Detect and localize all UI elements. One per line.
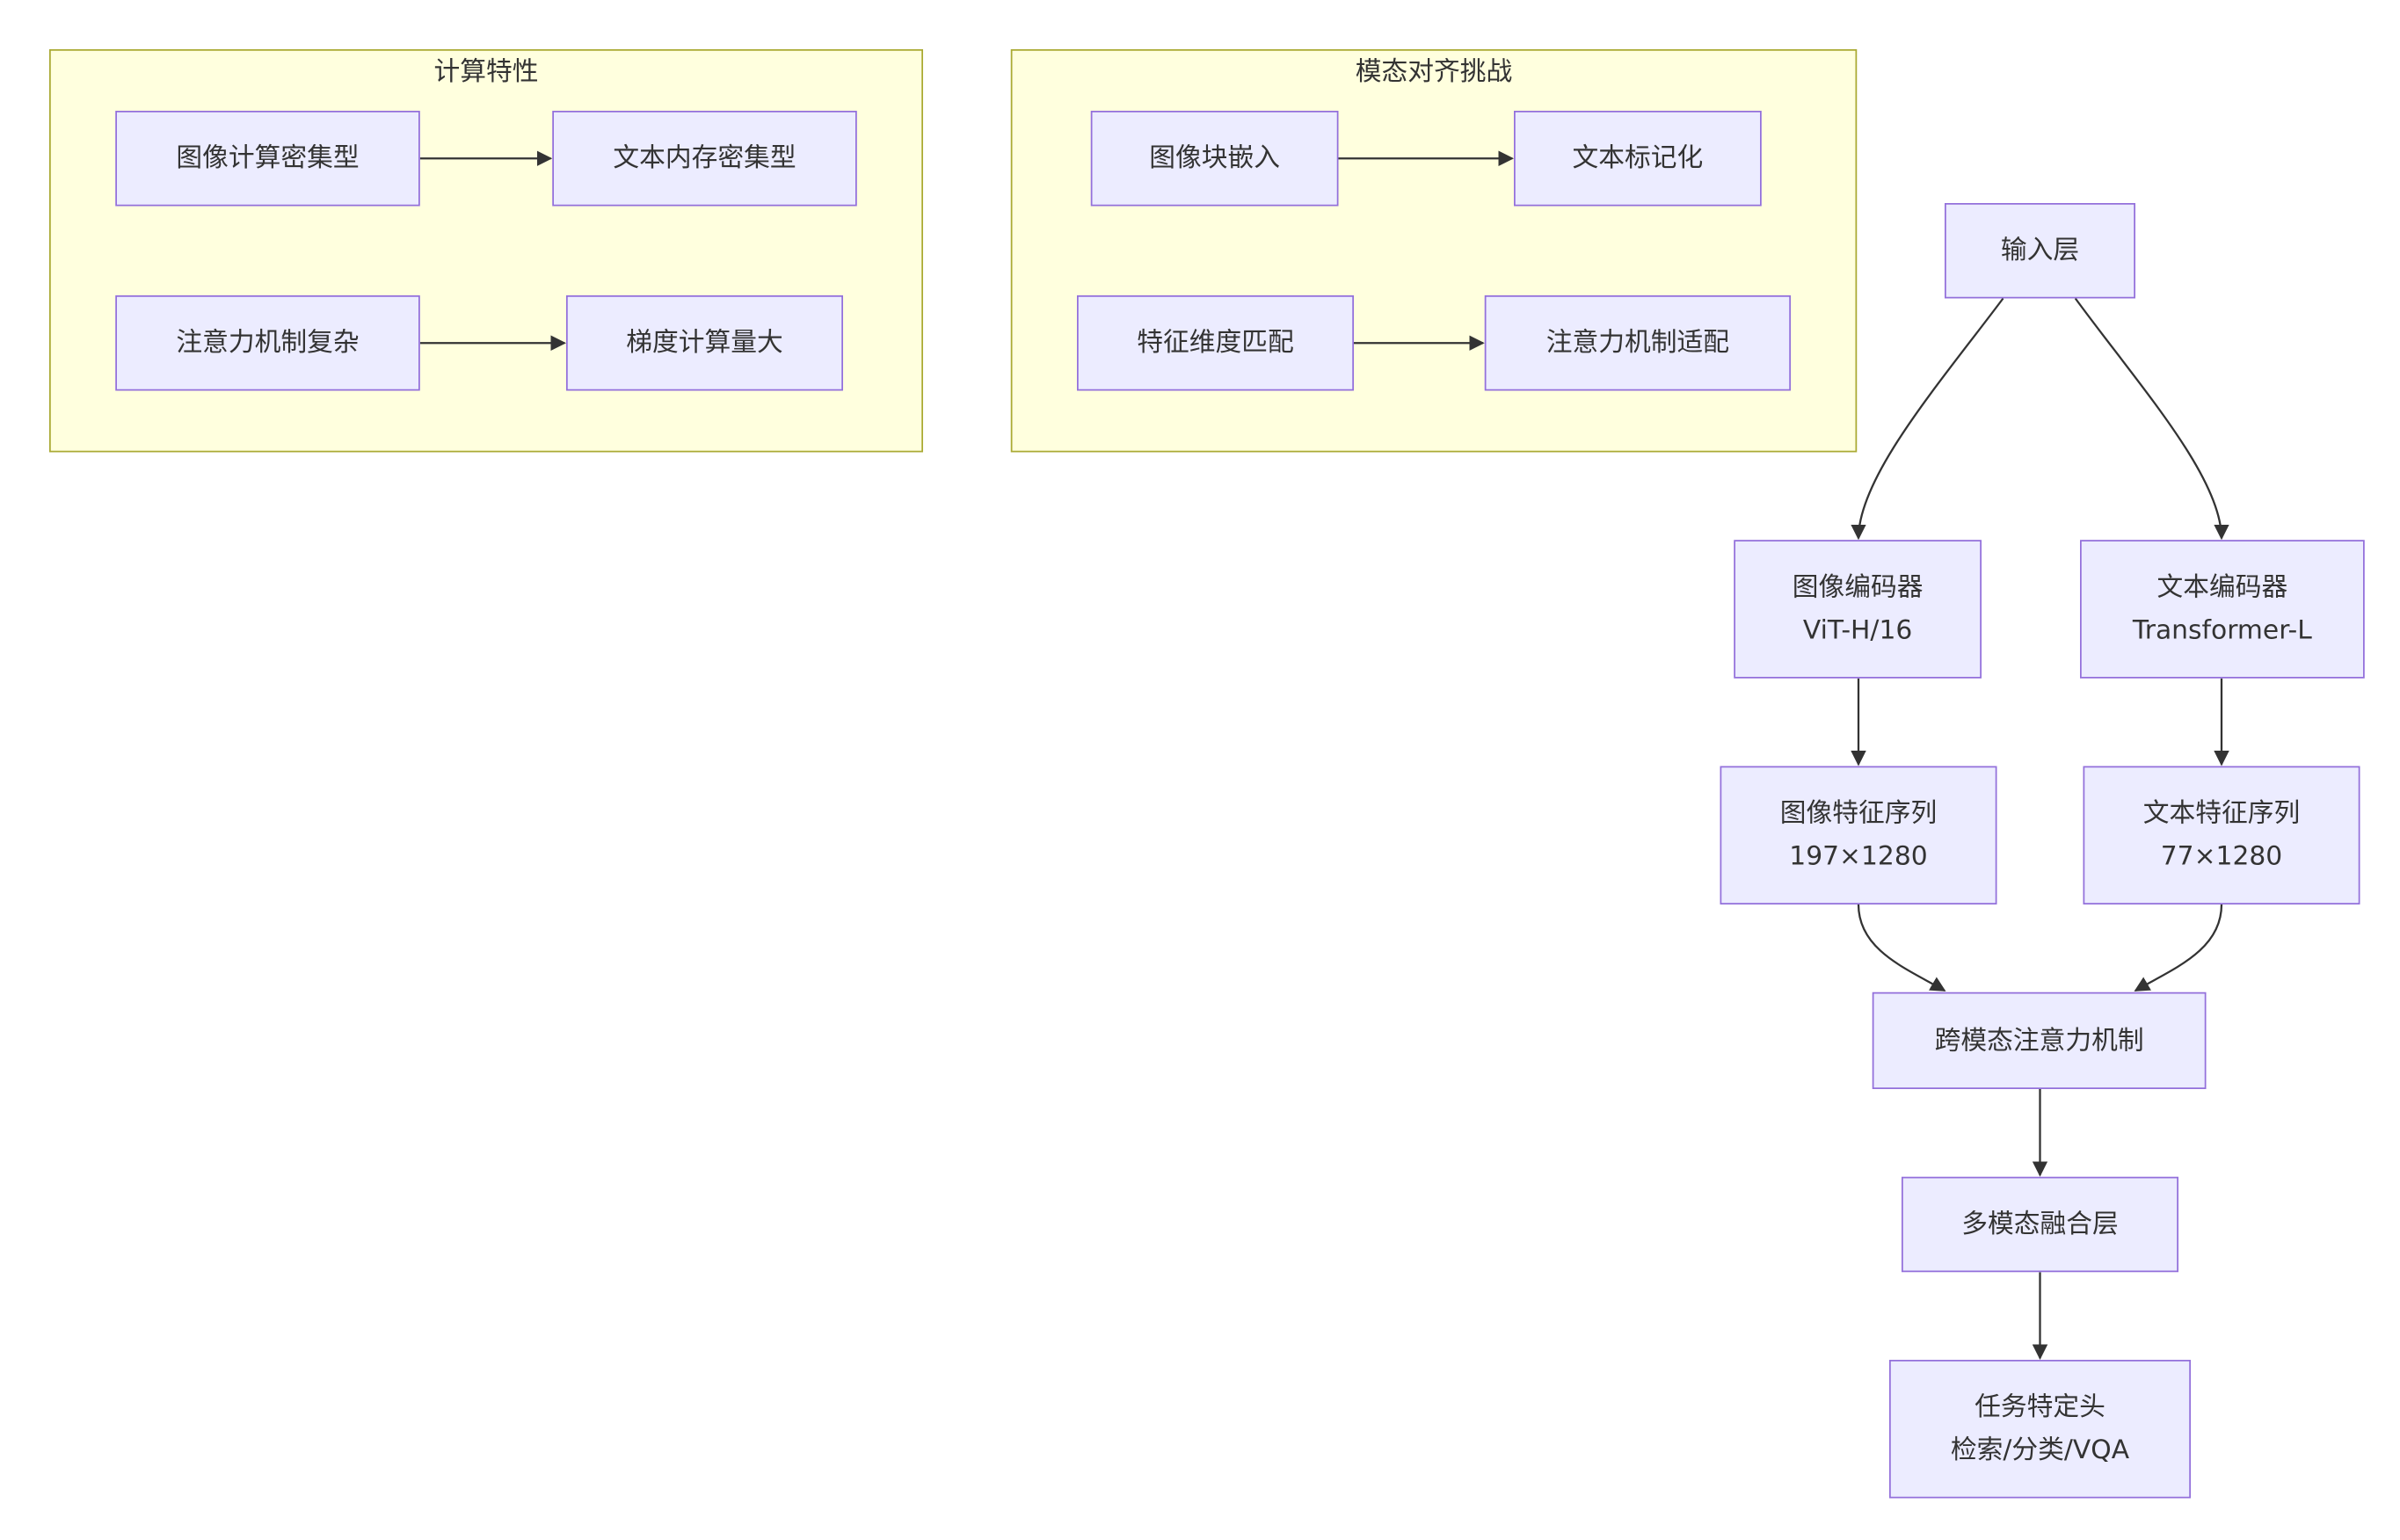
edge-input-to-img-encoder [1851, 297, 2004, 541]
node-multimodal-fusion[interactable]: 多模态融合层 [1902, 1176, 2178, 1273]
node-label-line2: 77×1280 [2160, 841, 2283, 873]
node-label-line2: 197×1280 [1789, 841, 1928, 873]
node-label-line2: ViT-H/16 [1802, 615, 1913, 646]
node-label-line1: 图像特征序列 [1779, 798, 1938, 830]
node-image-feature-sequence[interactable]: 图像特征序列 197×1280 [1720, 766, 1997, 904]
node-gradient-large[interactable]: 梯度计算量大 [566, 295, 843, 391]
node-label-line1: 任务特定头 [1975, 1391, 2105, 1423]
edge-input-to-txt-encoder [2074, 297, 2229, 541]
node-cross-modal-attention[interactable]: 跨模态注意力机制 [1872, 992, 2207, 1089]
node-label: 跨模态注意力机制 [1934, 1025, 2144, 1057]
node-label-line2: 检索/分类/VQA [1950, 1435, 2130, 1466]
node-label-line2: Transformer-L [2132, 615, 2312, 646]
node-label: 图像块嵌入 [1149, 142, 1280, 174]
node-label: 注意力机制适配 [1545, 327, 1729, 359]
node-label-line1: 文本编码器 [2156, 572, 2288, 603]
node-label: 文本内存密集型 [613, 142, 796, 174]
node-label-line1: 文本特征序列 [2142, 798, 2301, 830]
node-label: 梯度计算量大 [626, 327, 783, 359]
node-feature-dim-matching[interactable]: 特征维度匹配 [1077, 295, 1354, 391]
node-text-tokenization[interactable]: 文本标记化 [1514, 111, 1762, 207]
node-text-feature-sequence[interactable]: 文本特征序列 77×1280 [2083, 766, 2360, 904]
node-attention-complex[interactable]: 注意力机制复杂 [115, 295, 420, 391]
node-attention-adaptation[interactable]: 注意力机制适配 [1484, 295, 1791, 391]
node-patch-embedding[interactable]: 图像块嵌入 [1090, 111, 1339, 207]
cluster-title: 模态对齐挑战 [1355, 56, 1513, 88]
node-label: 特征维度匹配 [1137, 327, 1294, 359]
node-image-encoder[interactable]: 图像编码器 ViT-H/16 [1734, 540, 1982, 679]
edge-img-feat-to-cross-attn [1857, 904, 1946, 992]
node-label-line1: 图像编码器 [1792, 572, 1924, 603]
node-task-head[interactable]: 任务特定头 检索/分类/VQA [1889, 1360, 2191, 1499]
node-image-compute-intensive[interactable]: 图像计算密集型 [115, 111, 420, 207]
node-text-encoder[interactable]: 文本编码器 Transformer-L [2080, 540, 2365, 679]
node-label: 注意力机制复杂 [176, 327, 360, 359]
edge-txt-feat-to-cross-attn [2134, 904, 2223, 992]
node-input-layer[interactable]: 输入层 [1945, 203, 2135, 299]
node-label: 输入层 [2000, 235, 2080, 266]
cluster-title: 计算特性 [433, 56, 539, 88]
node-text-memory-intensive[interactable]: 文本内存密集型 [552, 111, 857, 207]
node-label: 文本标记化 [1572, 142, 1704, 174]
node-label: 多模态融合层 [1961, 1209, 2119, 1240]
node-label: 图像计算密集型 [176, 142, 360, 174]
